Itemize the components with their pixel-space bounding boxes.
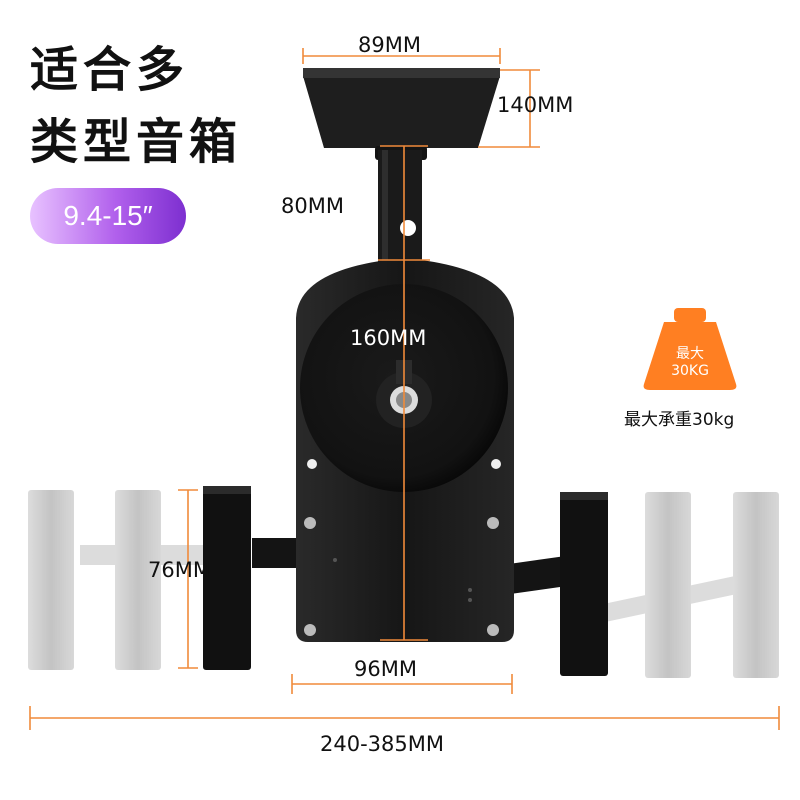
headline-line-1: 适合多: [30, 42, 190, 98]
clamp-left: [203, 486, 251, 670]
dimension-lines: [29, 48, 780, 730]
dim-top-plate-depth: 140MM: [497, 93, 574, 117]
clamp-right: [560, 492, 608, 676]
size-badge-label: 9.4-15″: [63, 200, 153, 231]
dim-clamp-height: 76MM: [148, 558, 211, 582]
main-plate: [296, 258, 514, 642]
size-badge: 9.4-15″: [30, 188, 186, 244]
headline-line-2: 类型音箱: [30, 114, 243, 170]
ghost-clamps: [28, 490, 779, 678]
ghost-clamp-3: [645, 492, 691, 678]
dim-plate-height: 160MM: [350, 326, 427, 350]
dim-arm-length: 80MM: [281, 194, 344, 218]
weight-icon: [643, 308, 737, 390]
dim-span: 240-385MM: [320, 732, 444, 756]
support-arm: [378, 150, 422, 270]
arm-hole: [400, 220, 416, 236]
ghost-clamp-2: [115, 490, 161, 670]
ghost-clamp-1: [28, 490, 74, 670]
dim-top-plate-width: 89MM: [358, 33, 421, 57]
dim-plate-width: 96MM: [354, 657, 417, 681]
ghost-clamp-4: [733, 492, 779, 678]
weight-badge-line-2: 30KG: [671, 363, 709, 379]
max-load-caption: 最大承重30kg: [624, 410, 735, 430]
side-clamps: [203, 486, 608, 676]
weight-badge-line-1: 最大: [676, 346, 704, 362]
